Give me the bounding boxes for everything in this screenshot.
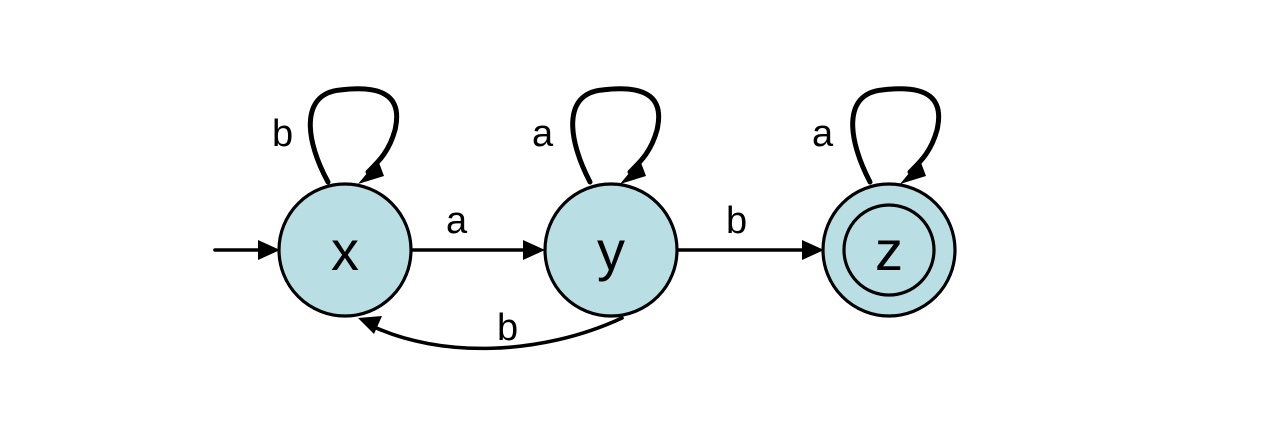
label-y-to-x: b: [497, 307, 518, 349]
accept-ring: [842, 203, 936, 297]
label-x-to-y: a: [446, 200, 468, 242]
self-loop-z: a: [812, 86, 942, 185]
state-z-label: z: [875, 219, 903, 282]
label-y-to-y: a: [532, 113, 554, 155]
label-y-to-z: b: [726, 200, 747, 242]
state-y-label: y: [597, 219, 625, 282]
start-arrow: [213, 240, 280, 260]
self-loop-x: b: [272, 86, 400, 185]
state-x-label: x: [331, 219, 359, 282]
self-loop-y: a: [532, 86, 662, 185]
edge-x-to-y: a: [410, 200, 545, 260]
label-x-to-x: b: [272, 113, 293, 155]
state-z: z: [821, 182, 957, 318]
label-z-to-z: a: [812, 113, 834, 155]
state-y: y: [543, 182, 679, 318]
edge-y-to-z: b: [676, 200, 824, 260]
state-x: x: [277, 182, 413, 318]
edge-y-to-x: b: [358, 307, 624, 351]
